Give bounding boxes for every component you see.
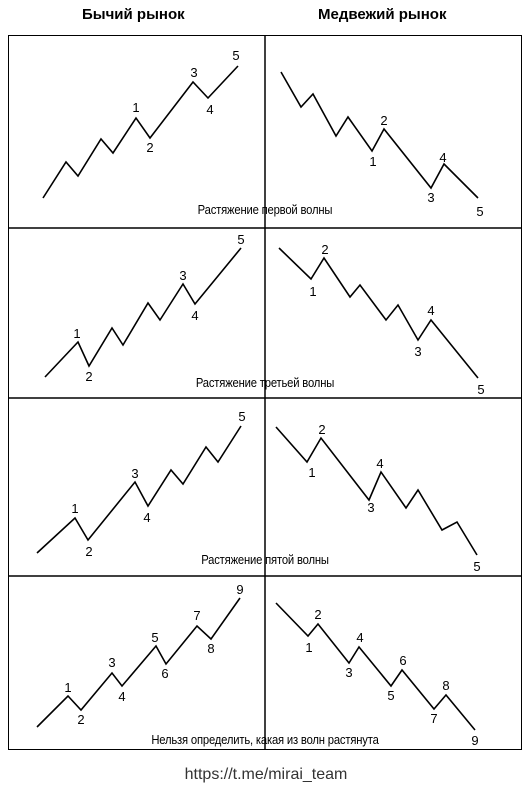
bear3-label-2: 2 bbox=[318, 422, 325, 437]
bull1-label-3: 3 bbox=[190, 65, 197, 80]
bear4-label-5: 5 bbox=[387, 688, 394, 703]
bear4-label-3: 3 bbox=[345, 665, 352, 680]
bear-wave-4 bbox=[275, 602, 476, 731]
bull1-label-5: 5 bbox=[232, 48, 239, 63]
bear1-label-4: 4 bbox=[439, 150, 446, 165]
bear4-label-8: 8 bbox=[442, 678, 449, 693]
bull4-label-6: 6 bbox=[161, 666, 168, 681]
bear2-label-1: 1 bbox=[309, 284, 316, 299]
bull4-label-3: 3 bbox=[108, 655, 115, 670]
bear-wave-1 bbox=[280, 71, 479, 199]
bear4-label-4: 4 bbox=[356, 630, 363, 645]
bear4-label-2: 2 bbox=[314, 607, 321, 622]
bull3-label-2: 2 bbox=[85, 544, 92, 559]
bear4-label-9: 9 bbox=[471, 733, 478, 748]
bear1-label-1: 1 bbox=[369, 154, 376, 169]
bear-wave-3 bbox=[275, 426, 478, 556]
bear4-label-7: 7 bbox=[430, 711, 437, 726]
bull-wave-1 bbox=[42, 65, 239, 199]
bull-market-header: Бычий рынок bbox=[82, 6, 185, 23]
bear2-label-5: 5 bbox=[477, 382, 484, 397]
bull2-label-4: 4 bbox=[191, 308, 198, 323]
bull2-label-1: 1 bbox=[73, 326, 80, 341]
bear1-label-5: 5 bbox=[476, 204, 483, 219]
bull3-label-1: 1 bbox=[71, 501, 78, 516]
bull4-label-5: 5 bbox=[151, 630, 158, 645]
bull-wave-2 bbox=[44, 247, 242, 378]
bull2-label-2: 2 bbox=[85, 369, 92, 384]
bear3-label-1: 1 bbox=[308, 465, 315, 480]
bear3-label-4: 4 bbox=[376, 456, 383, 471]
bull4-label-1: 1 bbox=[64, 680, 71, 695]
bear3-label-5: 5 bbox=[473, 559, 480, 574]
footer-link[interactable]: https://t.me/mirai_team bbox=[184, 766, 348, 783]
bear3-label-3: 3 bbox=[367, 500, 374, 515]
bull4-label-2: 2 bbox=[77, 712, 84, 727]
bear1-label-3: 3 bbox=[427, 190, 434, 205]
bull4-label-9: 9 bbox=[236, 582, 243, 597]
bull-wave-3 bbox=[36, 425, 242, 554]
bull4-label-8: 8 bbox=[207, 641, 214, 656]
bear-market-header: Медвежий рынок bbox=[318, 6, 447, 23]
caption-undetermined: Нельзя определить, какая из волн растяну… bbox=[151, 733, 379, 747]
bull3-label-5: 5 bbox=[238, 409, 245, 424]
bull-wave-4 bbox=[36, 597, 241, 728]
bear2-label-2: 2 bbox=[321, 242, 328, 257]
bull2-label-5: 5 bbox=[237, 232, 244, 247]
bear4-label-1: 1 bbox=[305, 640, 312, 655]
bull3-label-4: 4 bbox=[143, 510, 150, 525]
caption-third-wave: Растяжение третьей волны bbox=[195, 376, 335, 390]
bull3-label-3: 3 bbox=[131, 466, 138, 481]
caption-fifth-wave: Растяжение пятой волны bbox=[201, 553, 329, 567]
bear1-label-2: 2 bbox=[380, 113, 387, 128]
bull4-label-7: 7 bbox=[193, 608, 200, 623]
caption-first-wave: Растяжение первой волны bbox=[197, 203, 333, 217]
bear2-label-3: 3 bbox=[414, 344, 421, 359]
bear4-label-6: 6 bbox=[399, 653, 406, 668]
bull1-label-2: 2 bbox=[146, 140, 153, 155]
bull4-label-4: 4 bbox=[118, 689, 125, 704]
bear-wave-2 bbox=[278, 247, 479, 379]
bear2-label-4: 4 bbox=[427, 303, 434, 318]
bull1-label-1: 1 bbox=[132, 100, 139, 115]
bull2-label-3: 3 bbox=[179, 268, 186, 283]
bull1-label-4: 4 bbox=[206, 102, 213, 117]
